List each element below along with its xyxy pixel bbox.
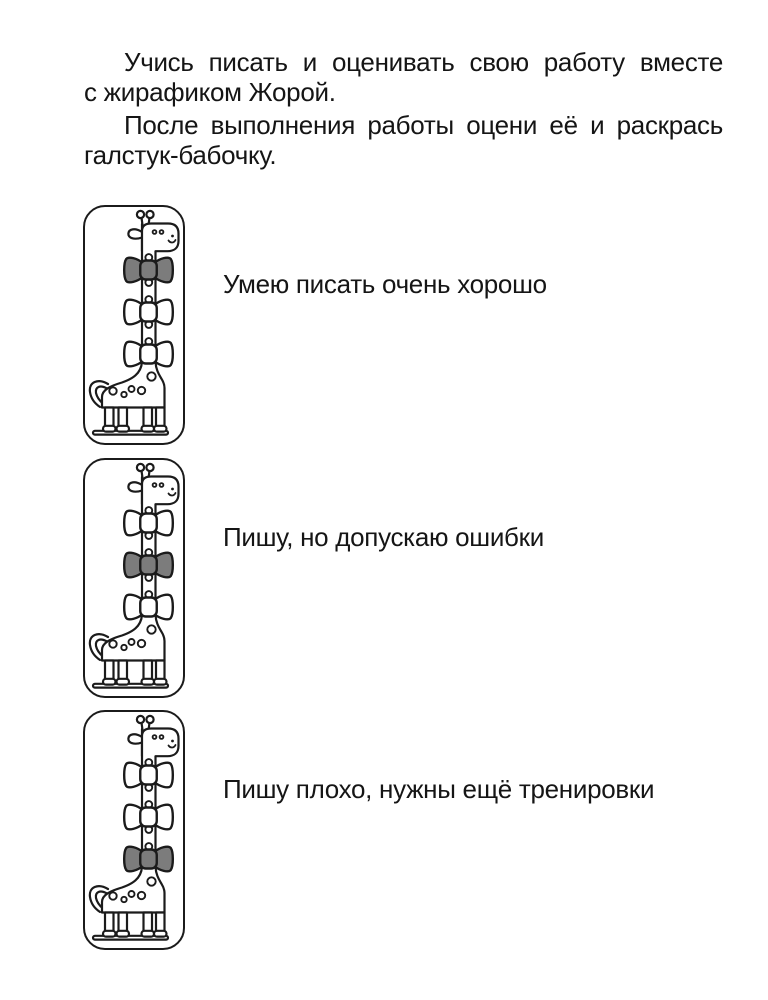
- giraffe-smile: [168, 239, 177, 244]
- giraffe-body: [101, 613, 167, 662]
- rating-label-3: Пишу плохо, нужны ещё тренировки: [223, 774, 655, 804]
- giraffe-eye: [152, 482, 158, 488]
- bowtie-knot: [139, 301, 159, 324]
- bowtie-knot: [139, 343, 159, 366]
- giraffe-body-spots: [108, 624, 158, 652]
- rating-label-2: Пишу, но допускаю ошибки: [223, 521, 544, 552]
- bowtie-knot: [139, 848, 159, 871]
- bowtie-left-wing: [123, 256, 146, 284]
- bowtie-knot: [139, 806, 159, 829]
- bowtie-left-wing: [123, 761, 146, 789]
- bowtie-left-wing: [123, 845, 146, 873]
- giraffe-ear: [127, 481, 144, 493]
- bowtie-right-wing: [152, 551, 175, 579]
- bowtie-middle: [123, 298, 175, 326]
- giraffe-eye: [152, 734, 158, 741]
- bowtie-knot: [139, 764, 159, 787]
- bowtie-right-wing: [152, 256, 175, 284]
- bowtie-left-wing: [123, 340, 146, 368]
- giraffe-body: [101, 361, 167, 410]
- bowtie-top: [123, 509, 175, 537]
- rating-label-1: Умею писать очень хорошо: [223, 269, 547, 299]
- intro-p1-line2: с жирафиком Жорой.: [84, 77, 336, 107]
- bowtie-bottom: [123, 593, 175, 621]
- giraffe-head: [141, 727, 181, 758]
- bowtie-left-wing: [123, 298, 146, 326]
- giraffe-body-spots: [108, 876, 158, 904]
- bowtie-knot: [139, 596, 159, 618]
- bowtie-left-wing: [123, 509, 146, 537]
- giraffe-card-middle-bow: [83, 457, 185, 698]
- giraffe-ossicone: [136, 210, 146, 220]
- giraffe-illustration: [89, 462, 181, 689]
- intro-text: Учись писать и оценивать свою работу вме…: [84, 47, 723, 170]
- giraffe-eye: [159, 482, 165, 488]
- giraffe-card-bottom-bow: [83, 710, 185, 950]
- giraffe-nostril: [171, 235, 175, 238]
- giraffe-legs: [92, 659, 170, 689]
- bowtie-middle: [123, 803, 175, 831]
- giraffe-tail: [89, 380, 110, 409]
- bowtie-right-wing: [152, 803, 175, 831]
- giraffe-eye: [159, 734, 165, 741]
- giraffe-head: [141, 222, 181, 253]
- giraffe-eye: [152, 229, 158, 236]
- bowtie-right-wing: [152, 509, 175, 537]
- bowtie-left-wing: [123, 803, 146, 831]
- giraffe-body: [101, 866, 167, 915]
- giraffe-smile: [168, 492, 177, 497]
- giraffe-ossicone: [145, 462, 156, 473]
- rating-rows: Умею писать очень хорошо: [83, 205, 655, 963]
- bowtie-right-wing: [152, 298, 175, 326]
- intro-p2-line2: галстук-бабочку.: [84, 140, 277, 170]
- giraffe-body-spots: [108, 371, 158, 399]
- giraffe-eye: [159, 229, 165, 236]
- giraffe-nostril: [171, 487, 175, 491]
- intro-p1-line1: Учись писать и оценивать свою работу вме…: [124, 47, 723, 77]
- giraffe-card-top-bow: [83, 205, 185, 445]
- bowtie-top: [123, 256, 175, 284]
- intro-p2-line1: После выполнения работы оцени её и раскр…: [124, 110, 723, 140]
- giraffe-legs: [92, 406, 170, 437]
- bowtie-left-wing: [123, 593, 146, 621]
- bowtie-right-wing: [152, 845, 175, 873]
- bowtie-middle: [123, 551, 175, 579]
- giraffe-illustration: [89, 210, 181, 437]
- rating-row-3: Пишу плохо, нужны ещё тренировки: [83, 710, 655, 950]
- bowtie-right-wing: [152, 340, 175, 368]
- giraffe-ossicone: [145, 210, 156, 220]
- bowtie-knot: [139, 554, 159, 576]
- giraffe-ear: [127, 733, 144, 746]
- bowtie-bottom: [123, 845, 175, 873]
- giraffe-illustration: [89, 715, 181, 942]
- giraffe-ossicone: [136, 462, 146, 473]
- giraffe-nostril: [171, 740, 175, 743]
- bowtie-top: [123, 761, 175, 789]
- bowtie-right-wing: [152, 761, 175, 789]
- giraffe-tail: [89, 633, 110, 662]
- bowtie-bottom: [123, 340, 175, 368]
- giraffe-head: [141, 475, 181, 506]
- giraffe-smile: [168, 744, 177, 749]
- giraffe-ear: [127, 228, 144, 241]
- giraffe-ossicone: [136, 715, 146, 725]
- giraffe-ossicone: [145, 715, 156, 725]
- giraffe-tail: [89, 885, 110, 914]
- bowtie-right-wing: [152, 593, 175, 621]
- bowtie-knot: [139, 512, 159, 534]
- bowtie-left-wing: [123, 551, 146, 579]
- rating-row-2: Пишу, но допускаю ошибки: [83, 457, 654, 698]
- bowtie-knot: [139, 259, 159, 282]
- giraffe-legs: [92, 911, 170, 942]
- rating-row-1: Умею писать очень хорошо: [83, 205, 654, 445]
